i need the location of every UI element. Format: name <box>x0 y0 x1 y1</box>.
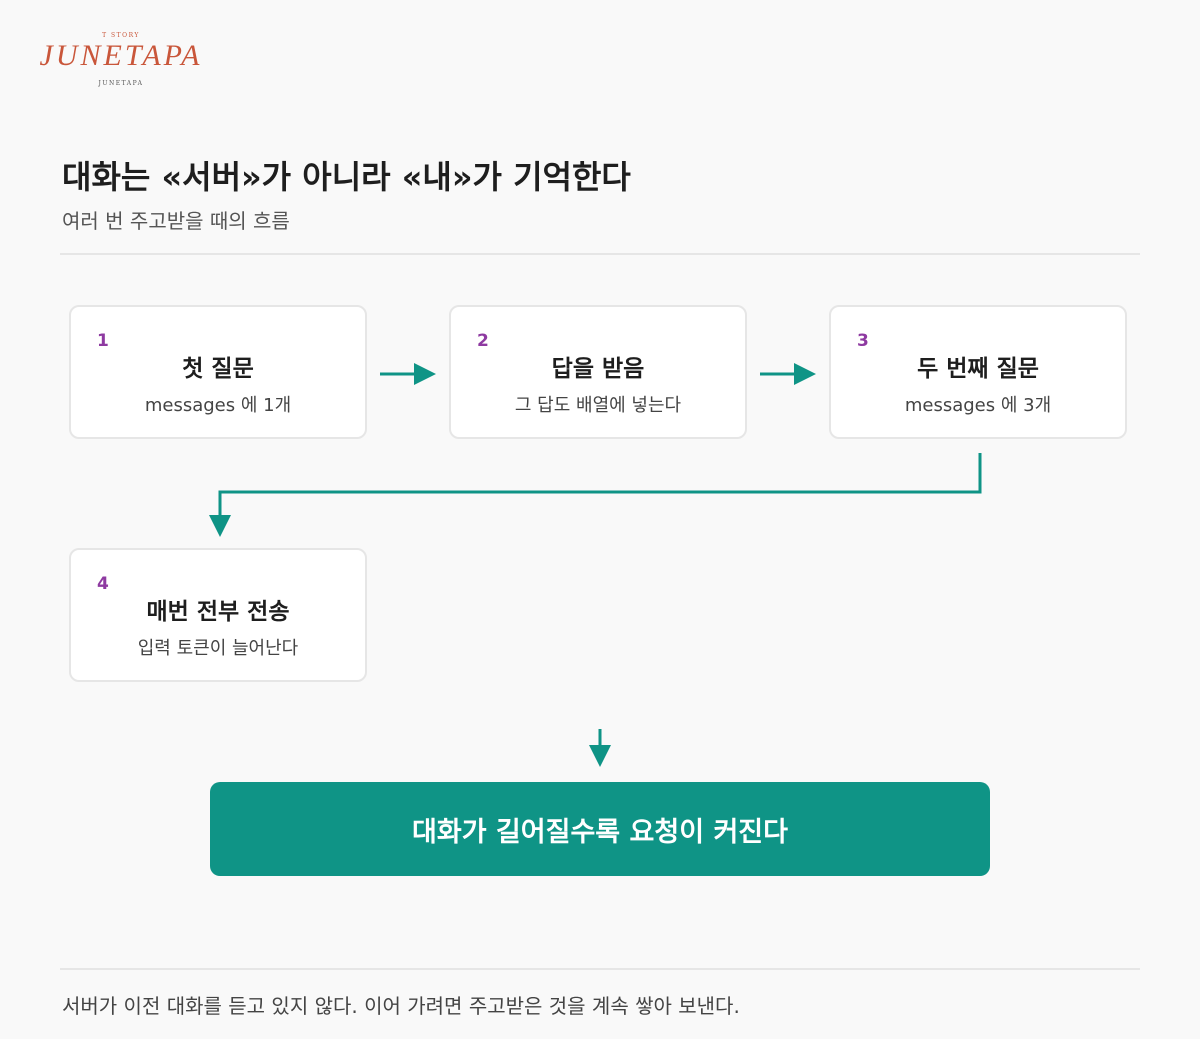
logo-subtext: JUNETAPA <box>98 80 144 87</box>
step-description: messages 에 1개 <box>144 395 292 416</box>
footer-divider <box>60 968 1140 970</box>
page-subtitle: 여러 번 주고받을 때의 흐름 <box>62 209 290 233</box>
step-number: 4 <box>97 574 109 594</box>
step-number: 2 <box>477 331 489 351</box>
step-title: 매번 전부 전송 <box>146 599 290 625</box>
step-card-3: 3 두 번째 질문 messages 에 3개 <box>829 305 1127 439</box>
step-description: 그 답도 배열에 넣는다 <box>514 395 682 416</box>
step-number: 3 <box>857 331 869 351</box>
step-description: 입력 토큰이 늘어난다 <box>137 638 299 659</box>
result-banner: 대화가 길어질수록 요청이 커진다 <box>210 782 990 876</box>
step-title: 두 번째 질문 <box>917 356 1039 382</box>
step-title: 첫 질문 <box>182 356 254 382</box>
logo-tagline: T STORY <box>102 32 140 39</box>
step-number: 1 <box>97 331 109 351</box>
logo: T STORY JUNETAPA JUNETAPA <box>28 30 214 92</box>
arrow-step2-to-step3 <box>760 363 816 385</box>
footer-note: 서버가 이전 대화를 듣고 있지 않다. 이어 가려면 주고받은 것을 계속 쌓… <box>62 994 740 1018</box>
step-card-1: 1 첫 질문 messages 에 1개 <box>69 305 367 439</box>
logo-brand: JUNETAPA <box>39 39 203 72</box>
arrow-step3-to-step4 <box>209 453 982 537</box>
step-description: messages 에 3개 <box>904 395 1052 416</box>
page-title: 대화는 «서버»가 아니라 «내»가 기억한다 <box>62 158 631 196</box>
step-title: 답을 받음 <box>551 356 645 382</box>
step-card-4: 4 매번 전부 전송 입력 토큰이 늘어난다 <box>69 548 367 682</box>
arrow-to-result <box>589 729 611 767</box>
header-divider <box>60 253 1140 255</box>
arrow-step1-to-step2 <box>380 363 436 385</box>
step-card-2: 2 답을 받음 그 답도 배열에 넣는다 <box>449 305 747 439</box>
